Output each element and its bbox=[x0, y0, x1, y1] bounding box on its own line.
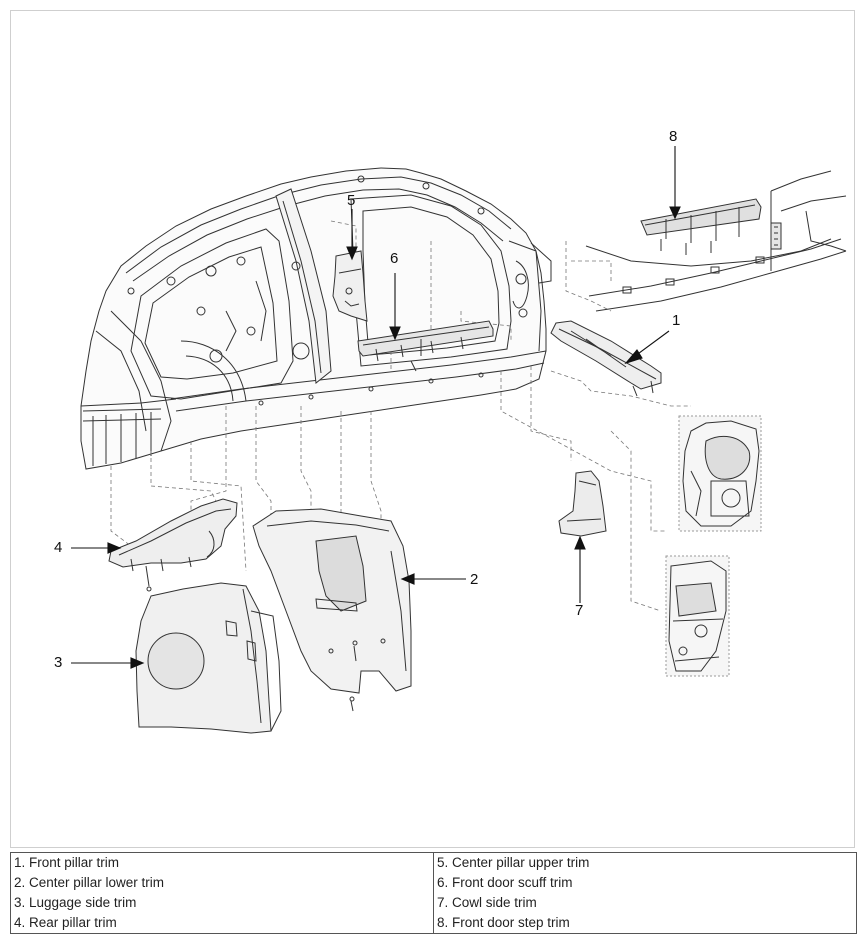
front-door-edge bbox=[585, 170, 847, 312]
exploded-view-drawing bbox=[71, 146, 847, 734]
legend-column-right: 5. Center pillar upper trim 6. Front doo… bbox=[433, 853, 856, 933]
cowl-side-trim bbox=[558, 470, 607, 537]
luggage-side-trim bbox=[135, 582, 282, 734]
callout-7: 7 bbox=[575, 602, 584, 619]
front-door-step-trim bbox=[640, 198, 762, 255]
body-side-structure bbox=[80, 167, 552, 470]
leader-arrows bbox=[71, 146, 681, 669]
figure-frame: 8 5 6 1 2 4 3 7 bbox=[10, 10, 855, 848]
callout-1: 1 bbox=[672, 312, 681, 329]
callout-2: 2 bbox=[470, 571, 479, 588]
callout-4: 4 bbox=[54, 539, 63, 556]
legend-item: 7. Cowl side trim bbox=[437, 895, 537, 910]
callout-5: 5 bbox=[347, 192, 356, 209]
center-pillar-lower-trim bbox=[252, 508, 412, 712]
legend-item: 2. Center pillar lower trim bbox=[14, 875, 165, 890]
legend-item: 6. Front door scuff trim bbox=[437, 875, 573, 890]
legend-item: 5. Center pillar upper trim bbox=[437, 855, 590, 870]
legend-item: 3. Luggage side trim bbox=[14, 895, 137, 910]
detail-inset-upper bbox=[678, 415, 762, 532]
legend-item: 1. Front pillar trim bbox=[14, 855, 120, 870]
legend-item: 8. Front door step trim bbox=[437, 915, 570, 930]
callout-3: 3 bbox=[54, 654, 63, 671]
legend-column-left: 1. Front pillar trim 2. Center pillar lo… bbox=[11, 853, 433, 933]
front-pillar-trim bbox=[550, 320, 662, 397]
detail-inset-lower bbox=[665, 555, 730, 677]
parts-legend-table: 1. Front pillar trim 2. Center pillar lo… bbox=[10, 852, 857, 934]
front-door-scuff-trim bbox=[357, 320, 494, 372]
rear-pillar-trim bbox=[108, 498, 238, 592]
center-pillar-upper-trim bbox=[332, 250, 368, 322]
legend-item: 4. Rear pillar trim bbox=[14, 915, 117, 930]
callout-6: 6 bbox=[390, 250, 399, 267]
callout-8: 8 bbox=[669, 128, 678, 145]
